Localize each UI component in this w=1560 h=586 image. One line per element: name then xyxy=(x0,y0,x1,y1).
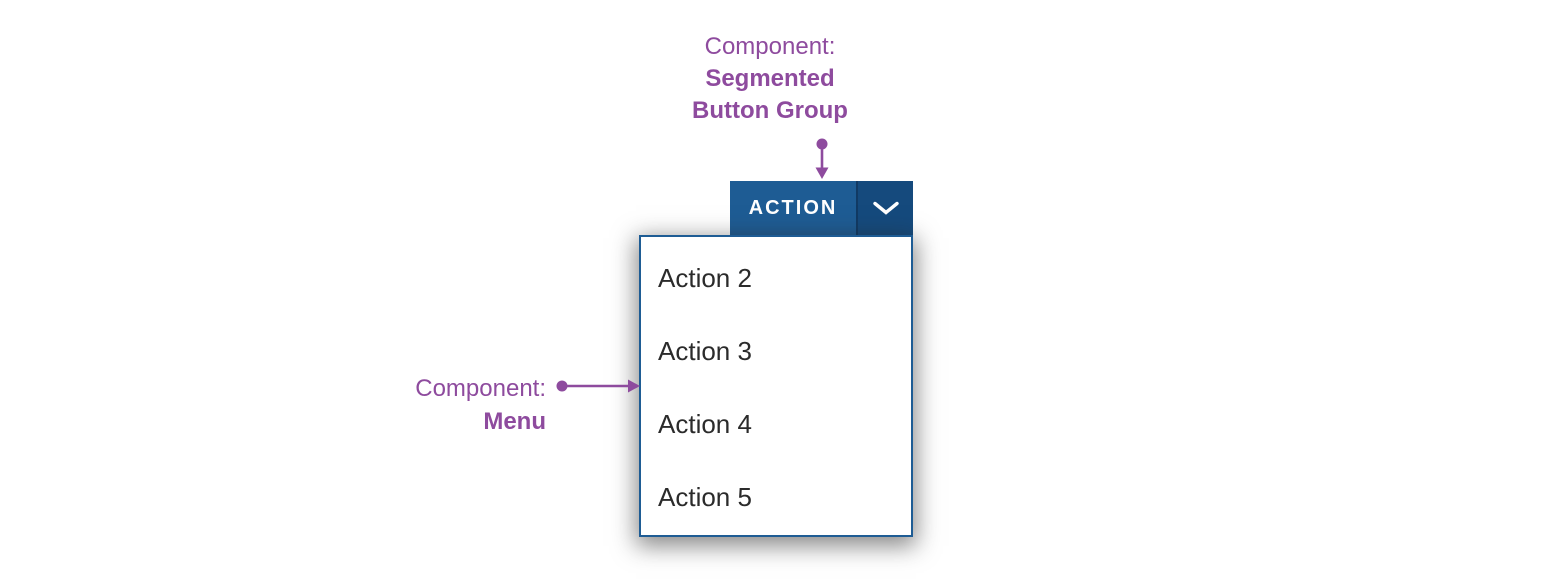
dropdown-toggle-button[interactable] xyxy=(858,181,913,235)
segmented-button-group: ACTION xyxy=(730,181,913,235)
annotation-segmented-button-group: Component: Segmented Button Group xyxy=(640,31,900,127)
arrow-down-connector-icon xyxy=(815,138,829,179)
menu-item[interactable]: Action 2 xyxy=(658,263,752,293)
arrowhead-right xyxy=(628,379,640,393)
chevron-down-icon xyxy=(872,201,899,215)
annotation-label-prefix: Component: xyxy=(704,33,836,60)
annotation-menu: Component: Menu xyxy=(326,372,546,438)
annotation-component-name: Button Group xyxy=(692,97,848,124)
segment-divider xyxy=(856,181,858,235)
menu-item[interactable]: Action 4 xyxy=(658,409,752,439)
annotation-component-name: Menu xyxy=(483,408,546,435)
action-button[interactable]: ACTION xyxy=(730,181,856,235)
dropdown-menu: Action 2 Action 3 Action 4 Action 5 xyxy=(639,235,913,537)
menu-item[interactable]: Action 3 xyxy=(658,336,752,366)
arrowhead-down xyxy=(815,167,829,179)
annotation-component-name: Segmented xyxy=(705,65,835,92)
menu-item[interactable]: Action 5 xyxy=(658,482,752,512)
annotation-label-prefix: Component: xyxy=(415,375,546,402)
arrow-right-connector-icon xyxy=(556,379,640,393)
